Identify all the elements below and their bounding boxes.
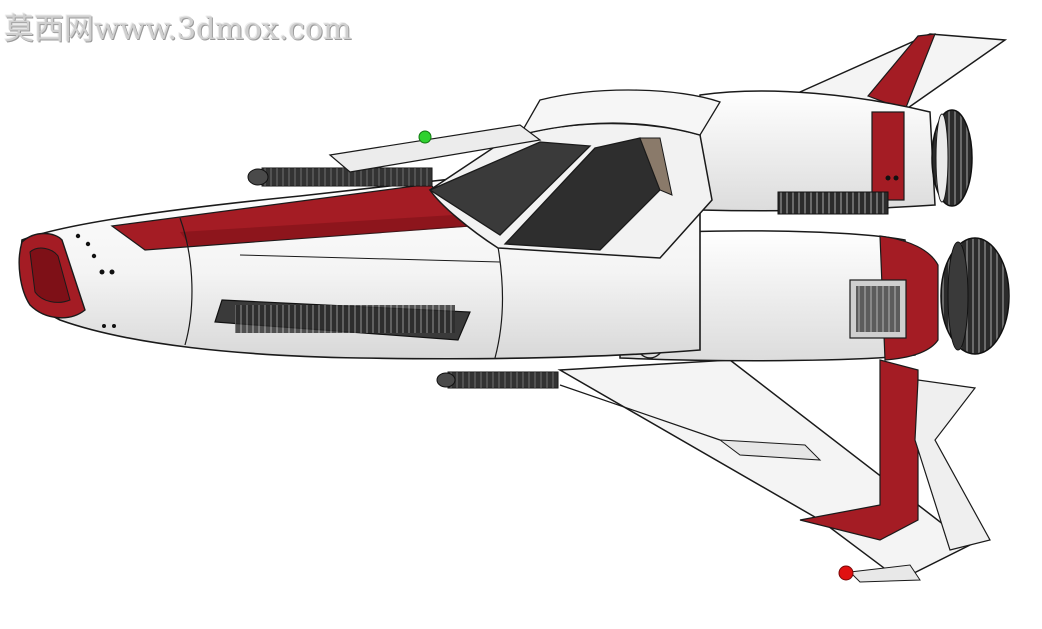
watermark-text: 莫西网www.3dmox.com (4, 12, 352, 47)
upper-engine-nacelle (699, 90, 973, 212)
cockpit-canopy (428, 89, 721, 259)
upper-cannon (247, 124, 542, 187)
nacelle-vent-strip (777, 191, 889, 215)
lower-cannon (436, 371, 559, 389)
nav-light-green (418, 130, 432, 144)
lower-wing (557, 359, 991, 583)
nav-light-red (838, 565, 854, 581)
side-vent-panel (214, 299, 471, 341)
